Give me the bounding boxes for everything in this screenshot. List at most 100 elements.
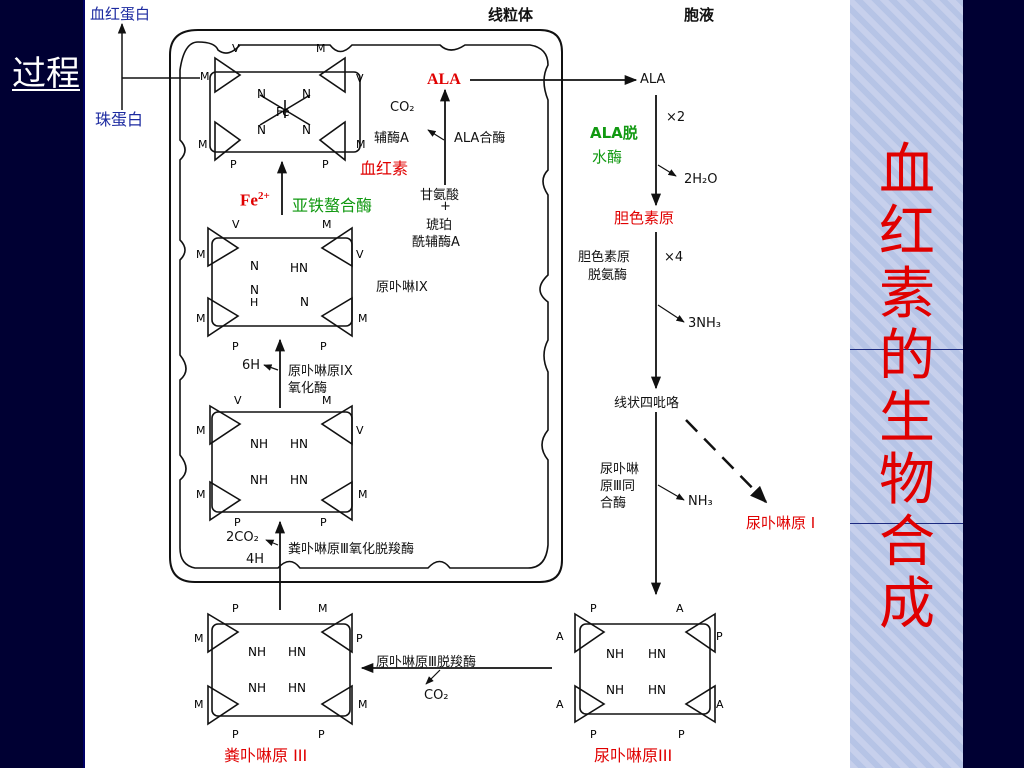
heme-sub-m-3: M xyxy=(198,138,208,151)
nh3-label: NH₃ xyxy=(688,494,713,509)
heme-sub-m-2: M xyxy=(316,42,326,55)
coproporphyrinogen-3-label: 粪卟啉原 III xyxy=(224,746,308,765)
pbg-deaminase-label-1: 胆色素原 xyxy=(578,250,631,265)
ala-dehydratase-label-1: ALA脱 xyxy=(590,124,638,142)
co2-b-label: CO₂ xyxy=(424,688,449,703)
heme-biosynthesis-diagram: Fe N N N N M V M V M P P M N HN N H N V … xyxy=(117,22,768,741)
ala-red-label: ALA xyxy=(427,71,461,88)
x4-label: ×4 xyxy=(664,250,684,265)
copro-oxidase-label: 粪卟啉原Ⅲ氧化脱羧酶 xyxy=(288,542,414,557)
copro3-sub-m-3: M xyxy=(194,698,204,711)
uro-cosynthase-label-1: 尿卟啉 xyxy=(600,462,640,477)
pp9-n-3: N xyxy=(300,295,309,309)
side-title-char: 物 xyxy=(879,448,935,513)
heme-n-2: N xyxy=(302,87,311,101)
uro3-sub-p-2: P xyxy=(716,630,723,643)
pp9-sub-v-1: V xyxy=(232,218,240,231)
mitochondrion-outline xyxy=(169,29,563,583)
pp-oxidase-label-1: 原卟啉原IX xyxy=(288,364,353,379)
succinyl-label-1: 琥珀 xyxy=(426,218,453,233)
uro-decarboxylase-label: 原卟啉原Ⅲ脱羧酶 xyxy=(376,655,476,670)
side-title-char: 血 xyxy=(879,138,935,203)
uroporphyrinogen-3-label: 尿卟啉原III xyxy=(594,746,673,765)
nh3-3-arrow xyxy=(657,304,685,323)
side-vertical-title: 血 红 素 的 生 物 合 成 xyxy=(872,140,942,636)
uro-cosynthase-label-3: 合酶 xyxy=(600,496,627,511)
uro-cosynthase-label-2: 原Ⅲ同 xyxy=(600,479,635,494)
heme-sub-m-4: M xyxy=(356,138,366,151)
protoporphyrin-label: 原卟啉IX xyxy=(376,280,428,295)
four-h-label: 4H xyxy=(246,552,265,567)
uroporphyrinogen-1-label: 尿卟啉原 I xyxy=(746,514,816,532)
ppg9-sub-m-4: M xyxy=(358,488,368,501)
ala-dehydratase-label-2: 水酶 xyxy=(592,148,623,166)
heme-sub-v-2: V xyxy=(356,72,364,85)
pp9-sub-m-2: M xyxy=(196,248,206,261)
uroporphyrinogen-iii-molecule xyxy=(574,612,716,724)
two-co2-arrow xyxy=(265,539,279,547)
copro3-sub-p-4: P xyxy=(318,728,325,741)
uro3-nh-2: NH xyxy=(606,683,624,697)
ppg9-hn-1: HN xyxy=(290,437,308,451)
protoporphyrinogen-ix-molecule xyxy=(209,404,353,522)
diagram-panel xyxy=(83,0,852,768)
side-decor-panel xyxy=(850,0,965,768)
copro3-hn-2: HN xyxy=(288,681,306,695)
two-co2-label: 2CO₂ xyxy=(226,530,259,545)
pp9-sub-m-4: M xyxy=(358,312,368,325)
copro3-sub-p-3: P xyxy=(232,728,239,741)
nh3-arrow xyxy=(657,484,685,501)
uro1-dashed-arrow xyxy=(685,419,768,504)
heme-label: 血红素 xyxy=(360,159,409,178)
mitochondrion-inner-membrane xyxy=(179,41,549,569)
copro3-hn-1: HN xyxy=(288,645,306,659)
pp9-sub-v-2: V xyxy=(356,248,364,261)
side-rule-bottom xyxy=(850,523,963,524)
copro3-nh-1: NH xyxy=(248,645,266,659)
side-title-char: 成 xyxy=(879,572,935,637)
ala-cytoplasm-label: ALA xyxy=(640,72,666,87)
h2o-label: 2H₂O xyxy=(684,172,718,187)
uro3-sub-p-3: P xyxy=(590,728,597,741)
uro3-hn-1: HN xyxy=(648,647,666,661)
ferrochelatase-label: 亚铁螯合酶 xyxy=(292,196,373,215)
six-h-arrow xyxy=(263,364,279,371)
plus-label: + xyxy=(440,199,451,214)
copro3-sub-p-1: P xyxy=(232,602,239,615)
co2-coa-arrow xyxy=(427,129,445,141)
slide-right-margin xyxy=(963,0,1024,768)
uro3-sub-a-4: A xyxy=(716,698,724,711)
pp9-sub-m-1: M xyxy=(322,218,332,231)
ala-synthase-label: ALA合酶 xyxy=(454,131,506,146)
heme-n-1: N xyxy=(257,87,266,101)
ppg9-sub-p-1: P xyxy=(234,516,241,529)
side-title-char: 红 xyxy=(879,200,935,265)
mitochondria-region-label: 线粒体 xyxy=(488,6,534,24)
fe-charge: 2+ xyxy=(257,190,270,202)
uro3-hn-2: HN xyxy=(648,683,666,697)
heme-sub-m-1: M xyxy=(200,70,210,83)
heme-sub-v-1: V xyxy=(232,42,240,55)
glycine-label: 甘氨酸 xyxy=(420,188,460,203)
heme-sub-p-2: P xyxy=(322,158,329,171)
copro3-sub-m-2: M xyxy=(194,632,204,645)
coproporphyrinogen-iii-molecule xyxy=(207,612,353,726)
uro3-nh-1: NH xyxy=(606,647,624,661)
linear-tetrapyrrole-label: 线状四吡咯 xyxy=(614,396,680,411)
x2-label: ×2 xyxy=(666,110,686,125)
h2o-arrow xyxy=(657,164,677,177)
heme-n-4: N xyxy=(302,123,311,137)
pp-oxidase-label-2: 氧化酶 xyxy=(288,381,328,396)
side-title-char: 生 xyxy=(879,386,935,451)
pp9-sub-m-3: M xyxy=(196,312,206,325)
copro3-sub-m-1: M xyxy=(318,602,328,615)
succinyl-label-2: 酰辅酶A xyxy=(412,235,460,250)
pp9-n-2: N xyxy=(250,283,259,297)
pbg-deaminase-label-2: 脱氨酶 xyxy=(588,268,628,283)
six-h-label: 6H xyxy=(242,358,261,373)
copro3-nh-2: NH xyxy=(248,681,266,695)
fe-symbol: Fe xyxy=(240,190,258,210)
copro3-sub-p-2: P xyxy=(356,632,363,645)
pp9-h: H xyxy=(250,296,258,309)
cytoplasm-region-label: 胞液 xyxy=(684,6,715,24)
